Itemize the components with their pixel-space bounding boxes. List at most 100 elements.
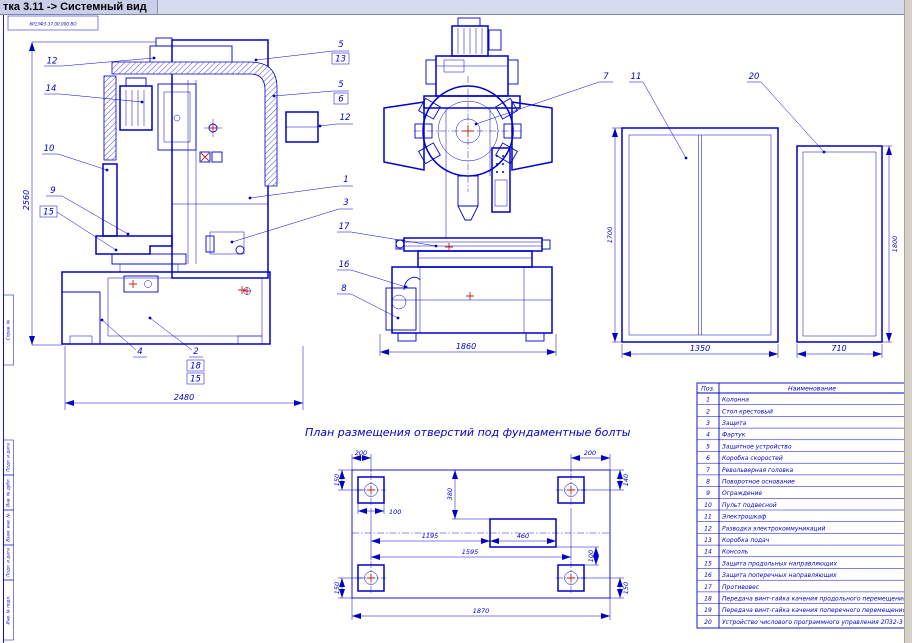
callout-4: 4 [137,347,142,357]
side-stamp-label: Инв. № дубл. [6,478,11,507]
callout-10: 10 [44,144,55,154]
dim-150-left-bottom: 150 [333,582,341,594]
dim-460: 460 [517,532,529,540]
table-row-pos: 2 [706,408,710,415]
dim-200-right: 200 [584,449,596,457]
right-scrollbar[interactable] [904,0,912,643]
table-row-name: Коробка скоростей [722,455,783,462]
table-row-pos: 11 [704,514,712,521]
table-row-pos: 19 [704,607,712,614]
side-stamp-label: Подп. и дата [6,443,11,472]
callout-8: 8 [341,284,347,294]
dim-140-right-top: 140 [622,474,630,486]
electrical-cabinet-large: 11 1350 1700 [606,72,779,358]
document-tab[interactable]: тка 3.11 -> Системный вид [0,0,158,14]
dim-150-left-top: 150 [333,474,341,486]
table-row-name: Передача винт-гайка качения поперечного … [722,607,912,614]
callout-2: 2 [193,347,198,357]
table-row-name: Защитное устройство [722,443,792,450]
callout-13: 13 [335,55,346,65]
callout-15: 15 [43,208,54,218]
machine-front-view: 1860 7 17 16 8 [337,17,613,356]
foundation-bolt-plan: План размещения отверстий под фундаментн… [305,426,631,620]
table-row-pos: 14 [704,549,712,556]
dim-cabinet-large-width: 1350 [690,344,710,353]
dim-cabinet-small-height: 1800 [891,236,899,253]
table-header-name: Наименование [788,386,836,393]
side-stamp-label: Взам. инв. № [6,513,11,542]
callout-5b: 5 [338,80,343,90]
table-row-pos: 1 [706,397,710,404]
turret-tool-pockets [414,97,522,165]
table-row-name: Пульт подвесной [722,502,777,509]
sheet-frame: 6Р13Ф3-37.00.000 ВО Справ. № Подп. и дат… [3,14,99,643]
table-row-pos: 13 [704,537,712,544]
callout-9: 9 [50,186,55,196]
callout-6: 6 [338,95,344,105]
top-stamp-text: 6Р13Ф3-37.00.000 ВО [29,22,77,27]
callout-7: 7 [603,72,609,82]
side-view-callouts: 12 14 10 9 15 5 13 5 6 12 [39,40,353,385]
table-header-pos: Поз. [701,386,715,393]
ref-box-text: Справ. № [6,319,11,340]
table-row-name: Устройство числового программного управл… [722,619,903,626]
table-row-pos: 16 [704,572,712,579]
dim-front-width: 1860 [456,342,476,351]
table-row-name: Колонна [722,397,749,404]
callout-12r: 12 [340,113,351,123]
dim-cabinet-large-height: 1700 [606,227,614,244]
callout-17: 17 [339,222,350,232]
dim-200-left: 200 [355,449,367,457]
callout-11: 11 [631,72,642,82]
dim-1595: 1595 [462,548,479,556]
callout-20: 20 [749,72,760,82]
dim-1870: 1870 [473,607,490,615]
table-row-name: Противовес [722,584,760,591]
machine-side-view: 2480 2560 12 14 10 9 15 5 [22,37,353,410]
table-row-pos: 4 [706,432,710,439]
table-row-name: Консоль [722,549,749,556]
table-row-name: Передача винт-гайка качения продольного … [722,596,912,603]
document-tab-bar: тка 3.11 -> Системный вид [0,0,912,15]
table-row-pos: 10 [704,502,712,509]
table-row-name: Поворотное основание [722,479,795,486]
table-row-pos: 9 [706,490,710,497]
table-row-pos: 3 [706,420,710,427]
front-view-dimensions: 1860 [379,334,557,356]
callout-14: 14 [46,84,57,94]
table-row-name: Защита поперечных направляющих [722,572,837,579]
callout-16: 16 [339,260,350,270]
table-row-pos: 18 [704,596,712,603]
side-view-dimensions: 2480 2560 [22,41,304,410]
front-view-callouts: 7 17 16 8 [337,72,613,320]
table-row-pos: 7 [706,467,710,474]
bolt-plan-title: План размещения отверстий под фундаментн… [305,426,631,439]
table-row-pos: 6 [706,455,710,462]
side-stamp-label: Подп. и дата [6,548,11,577]
table-row-name: Фартук [722,432,746,439]
callout-15b: 15 [190,375,201,385]
dim-1195: 1195 [422,532,439,540]
callout-18: 18 [190,362,201,372]
dim-380-mid: 380 [446,488,454,500]
callout-12: 12 [47,57,58,67]
side-stamp-label: Инв. № подл. [6,596,11,625]
table-row-name: Револьверная головка [722,467,794,474]
dim-100-offset: 100 [389,508,401,516]
dim-cabinet-small-width: 710 [831,344,846,353]
dim-150-right-bottom: 150 [622,582,630,594]
table-row-pos: 17 [704,584,712,591]
table-row-name: Электрошкаф [721,514,766,521]
table-row-name: Защита продольных направляющих [722,560,837,567]
cnc-control-cabinet: 20 710 1800 [747,72,899,358]
callout-3: 3 [343,198,348,208]
callout-1: 1 [343,175,348,185]
bolt-plan-dimensions: 200 200 100 1195 460 1595 1870 150 [333,449,630,620]
table-row-pos: 15 [704,560,712,567]
table-row-name: Коробка подач [722,537,770,544]
table-row-pos: 5 [706,443,710,450]
table-row-name: Разводка электрокоммуникаций [722,525,825,532]
